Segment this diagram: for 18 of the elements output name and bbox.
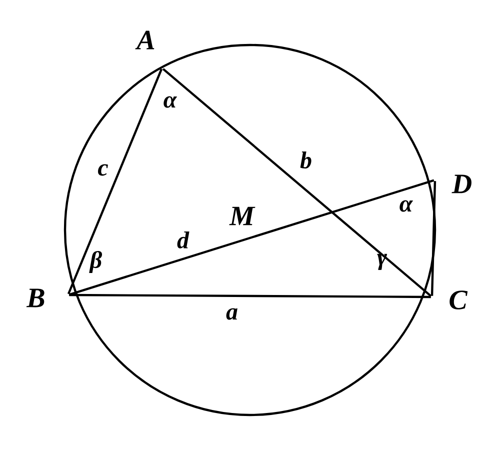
edge-label: b xyxy=(300,152,312,168)
vertex-label: B xyxy=(26,288,44,308)
point-label: M xyxy=(229,206,256,226)
line-segment xyxy=(69,294,431,298)
vertex-label: C xyxy=(450,290,468,310)
line-segment xyxy=(162,68,432,297)
edge-label: d xyxy=(177,232,190,248)
line-segment xyxy=(430,181,436,296)
angle-label: α xyxy=(164,96,177,108)
vertex-label: A xyxy=(135,30,154,50)
line-segment xyxy=(68,179,434,296)
line-segment xyxy=(67,68,163,294)
vertex-label: D xyxy=(452,174,472,194)
angle-label: γ xyxy=(377,254,387,270)
edge-label: c xyxy=(98,164,108,176)
edge-label: a xyxy=(226,308,238,320)
angle-label: α xyxy=(400,200,413,212)
angle-label: β xyxy=(89,251,102,273)
